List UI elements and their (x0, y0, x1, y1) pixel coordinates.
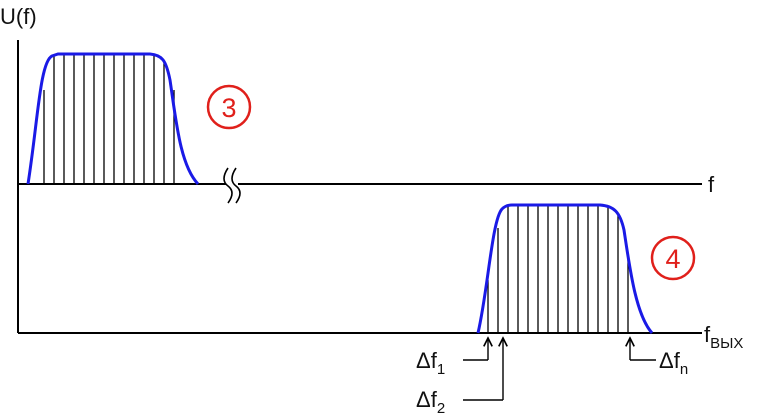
dfn-callout: Δfn (630, 338, 688, 378)
top-axis-label: f (708, 172, 715, 197)
df1-callout: Δf1 (416, 338, 488, 378)
axis-break-mark (231, 167, 241, 204)
dfn-label: Δfn (659, 348, 688, 378)
df1-label: Δf1 (416, 348, 445, 378)
bottom-axis-label: fВЫХ (704, 322, 743, 352)
lower-envelope (476, 203, 654, 334)
svg-text:4: 4 (665, 244, 680, 274)
upper-envelope (26, 52, 200, 186)
marker-3: 3 (206, 84, 252, 130)
axis-break-mark (223, 167, 233, 204)
marker-4: 4 (650, 235, 696, 281)
y-axis-label: U(f) (0, 4, 37, 29)
df2-callout: Δf2 (416, 338, 503, 416)
lower-spectrum (476, 203, 654, 334)
df2-label: Δf2 (416, 387, 445, 416)
upper-spectrum (26, 52, 200, 186)
svg-text:3: 3 (221, 93, 236, 123)
